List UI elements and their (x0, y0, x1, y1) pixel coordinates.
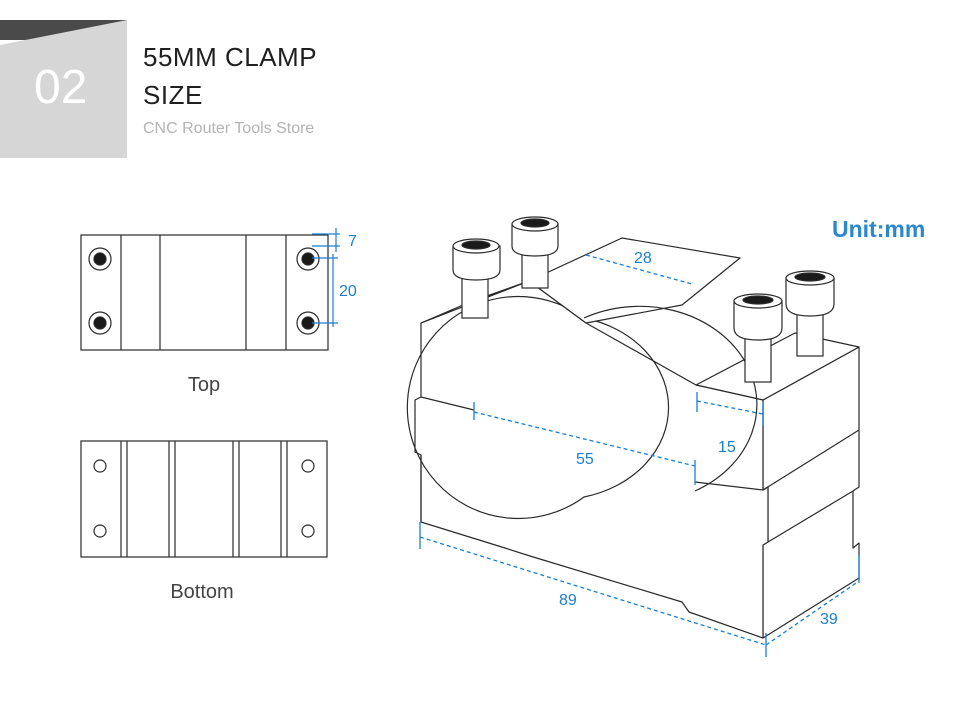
dimension-top-offset: 7 (348, 233, 357, 250)
bolt (452, 238, 501, 319)
bottom-view-outline (80, 440, 328, 558)
bolt (511, 216, 559, 289)
top-view-outline (80, 234, 329, 351)
top-view-dimensions (312, 228, 340, 327)
clamp-split-line (420, 396, 475, 411)
mount-hole (93, 459, 107, 473)
clamp-split-line (762, 429, 860, 491)
bore-inner-arc (583, 305, 758, 492)
title-line-1: 55MM CLAMP (143, 42, 318, 72)
mount-hole (93, 524, 107, 538)
top-view (80, 234, 329, 351)
badge-gray (0, 20, 127, 158)
bottom-view-label: Bottom (170, 581, 234, 603)
header-badge (0, 20, 127, 158)
bolt-hole (88, 311, 112, 335)
dimension-length: 89 (559, 592, 577, 609)
bottom-view (80, 440, 328, 558)
mount-hole (301, 524, 315, 538)
unit-label: Unit:mm (832, 216, 926, 242)
store-subtitle: CNC Router Tools Store (143, 120, 315, 137)
top-view-label: Top (187, 374, 221, 396)
dimension-depth: 39 (820, 611, 838, 628)
mount-hole (301, 459, 315, 473)
bolt (785, 270, 835, 357)
clamp-top-face (528, 237, 741, 324)
clamp-dimensions (419, 254, 860, 657)
bolt-hole (88, 247, 112, 271)
section-number: 02 (34, 61, 88, 114)
title-line-2: SIZE (143, 80, 203, 110)
dimension-top-spacing: 20 (339, 283, 357, 300)
dimension-block-width: 28 (634, 250, 652, 267)
clamp-split-line (694, 481, 764, 491)
dimension-side-height: 15 (718, 439, 736, 456)
bolt (733, 293, 783, 383)
bolt-hole (296, 247, 320, 271)
dimension-bore-diameter: 55 (576, 451, 594, 468)
dimension-labels: 7 20 28 15 55 89 39 (339, 233, 838, 628)
page-title: 55MM CLAMP SIZE (143, 38, 317, 114)
